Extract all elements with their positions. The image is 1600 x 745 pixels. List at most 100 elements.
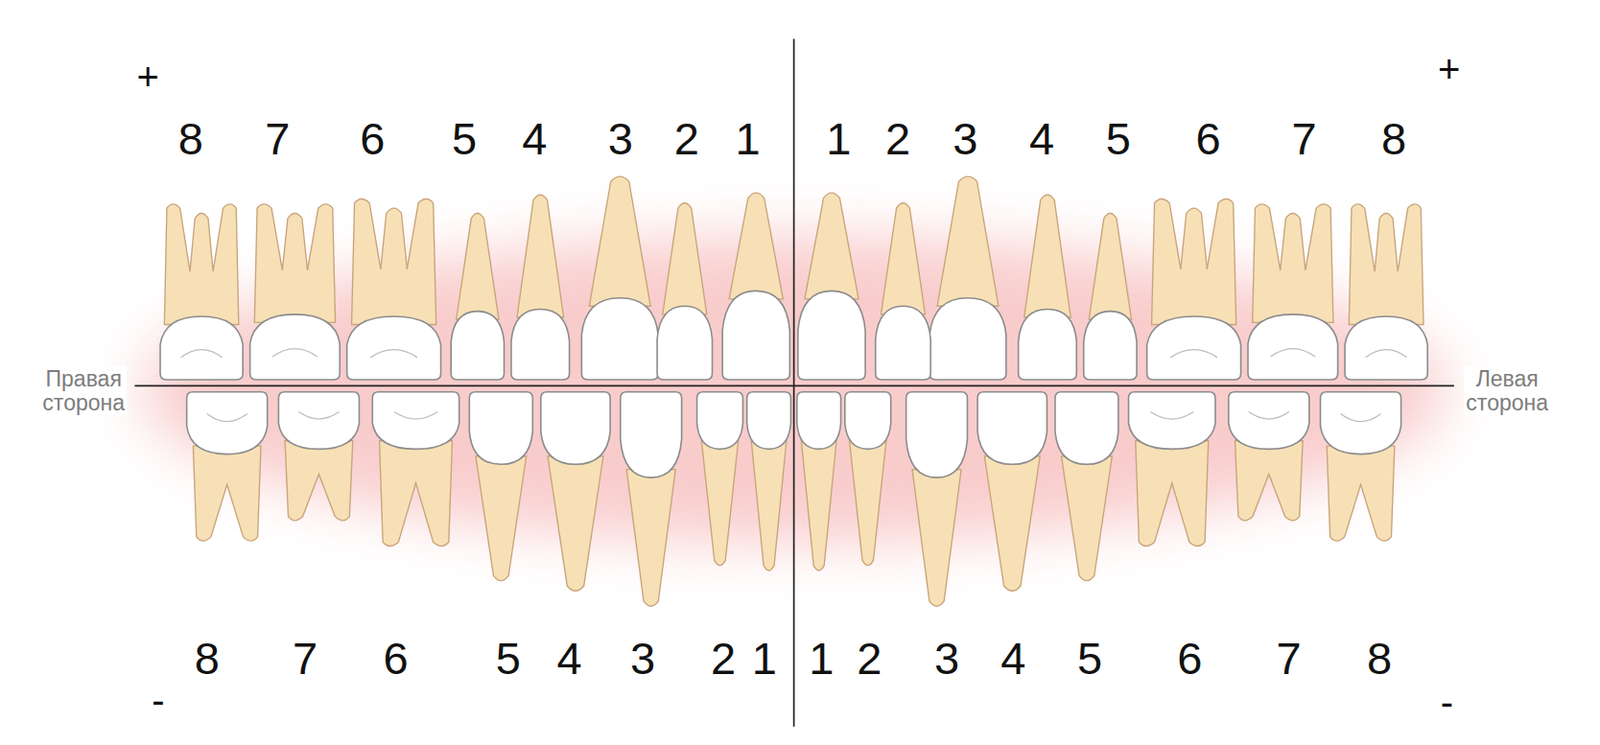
lower-tooth [845, 392, 892, 566]
plus-sign: + [1437, 49, 1460, 89]
tooth-root [1024, 194, 1072, 318]
lower-tooth [469, 392, 533, 582]
tooth-number: 6 [359, 115, 385, 161]
crown-groove [272, 349, 318, 358]
tooth-root [379, 441, 453, 547]
tooth-root [1234, 441, 1303, 521]
tooth-number: 3 [934, 635, 960, 682]
tooth-number: 1 [752, 635, 777, 682]
tooth-root [849, 441, 887, 566]
crown-groove [394, 412, 438, 420]
tooth-number: 5 [1105, 115, 1131, 161]
tooth-root [456, 212, 499, 320]
upper-tooth [875, 203, 931, 380]
tooth-number: 1 [735, 115, 761, 161]
minus-sign: - [151, 681, 165, 720]
upper-tooth [347, 199, 442, 380]
lower-tooth [747, 392, 792, 571]
lower-tooth [1320, 392, 1402, 542]
tooth-number: 3 [630, 635, 656, 682]
tooth-number: 2 [710, 635, 736, 682]
tooth-crown [747, 392, 792, 450]
tooth-root [1088, 212, 1131, 320]
plus-sign: + [137, 57, 160, 96]
tooth-crown [1344, 316, 1428, 380]
tooth-root [1152, 199, 1237, 326]
tooth-root [588, 176, 651, 306]
tooth-number: 5 [1077, 635, 1103, 682]
lower-tooth [797, 392, 842, 571]
lower-tooth [697, 392, 744, 566]
lower-tooth [1055, 392, 1119, 582]
tooth-crown [1147, 316, 1242, 380]
tooth-root [984, 456, 1040, 591]
tooth-root [880, 203, 925, 315]
tooth-root [517, 194, 565, 318]
tooth-number: 1 [825, 115, 851, 161]
tooth-crown [1228, 392, 1310, 450]
tooth-number: 6 [383, 635, 409, 682]
tooth-crown [1018, 309, 1078, 380]
tooth-crown [1247, 314, 1339, 380]
crown-groove [1170, 350, 1218, 358]
tooth-number: 6 [1195, 115, 1221, 161]
tooth-number: 8 [1366, 635, 1392, 682]
tooth-number: 8 [194, 635, 220, 682]
tooth-number: 4 [557, 635, 583, 682]
tooth-number: 3 [608, 115, 634, 161]
tooth-number: 2 [674, 115, 700, 161]
midline [793, 38, 796, 727]
upper-tooth [1018, 194, 1078, 380]
tooth-root [254, 204, 335, 323]
crown-groove [1341, 414, 1382, 423]
tooth-root [662, 203, 707, 315]
tooth-root [937, 176, 999, 306]
tooth-root [475, 456, 527, 582]
lower-tooth [620, 392, 683, 608]
tooth-root [1252, 204, 1334, 323]
tooth-crown [657, 305, 712, 380]
tooth-root [729, 192, 783, 300]
tooth-crown [469, 392, 533, 466]
tooth-crown [845, 392, 892, 450]
tooth-root [701, 441, 738, 566]
upper-tooth [160, 204, 243, 380]
side-label: Правая сторона [40, 366, 127, 415]
upper-tooth [1344, 204, 1428, 380]
tooth-number: 7 [1275, 635, 1301, 682]
crown-groove [207, 414, 248, 423]
crown-groove [1150, 412, 1194, 420]
lower-tooth [541, 392, 611, 592]
tooth-crown [160, 316, 243, 380]
tooth-crown [1083, 311, 1137, 380]
tooth-crown [450, 311, 504, 380]
tooth-number: 6 [1176, 635, 1202, 682]
crown-groove [1248, 412, 1290, 420]
tooth-root [626, 470, 676, 608]
lower-tooth [906, 392, 968, 608]
tooth-number: 4 [1000, 635, 1026, 682]
tooth-crown [797, 392, 842, 450]
tooth-number: 2 [856, 635, 882, 682]
lower-tooth [1129, 392, 1216, 547]
tooth-root [800, 441, 837, 571]
upper-tooth [798, 192, 866, 380]
tooth-crown [541, 392, 611, 466]
upper-tooth [511, 194, 570, 380]
tooth-crown [906, 392, 968, 478]
lower-tooth [1228, 392, 1310, 521]
tooth-root [1135, 441, 1209, 547]
minus-sign: - [1440, 682, 1454, 722]
upper-tooth [1083, 212, 1137, 379]
tooth-crown [278, 392, 359, 450]
tooth-root [1061, 456, 1113, 582]
tooth-number: 4 [1029, 115, 1055, 161]
tooth-root [284, 441, 353, 521]
upper-tooth [581, 176, 659, 380]
side-label: Левая сторона [1463, 366, 1551, 415]
tooth-crown [250, 314, 341, 380]
crown-groove [181, 350, 223, 358]
